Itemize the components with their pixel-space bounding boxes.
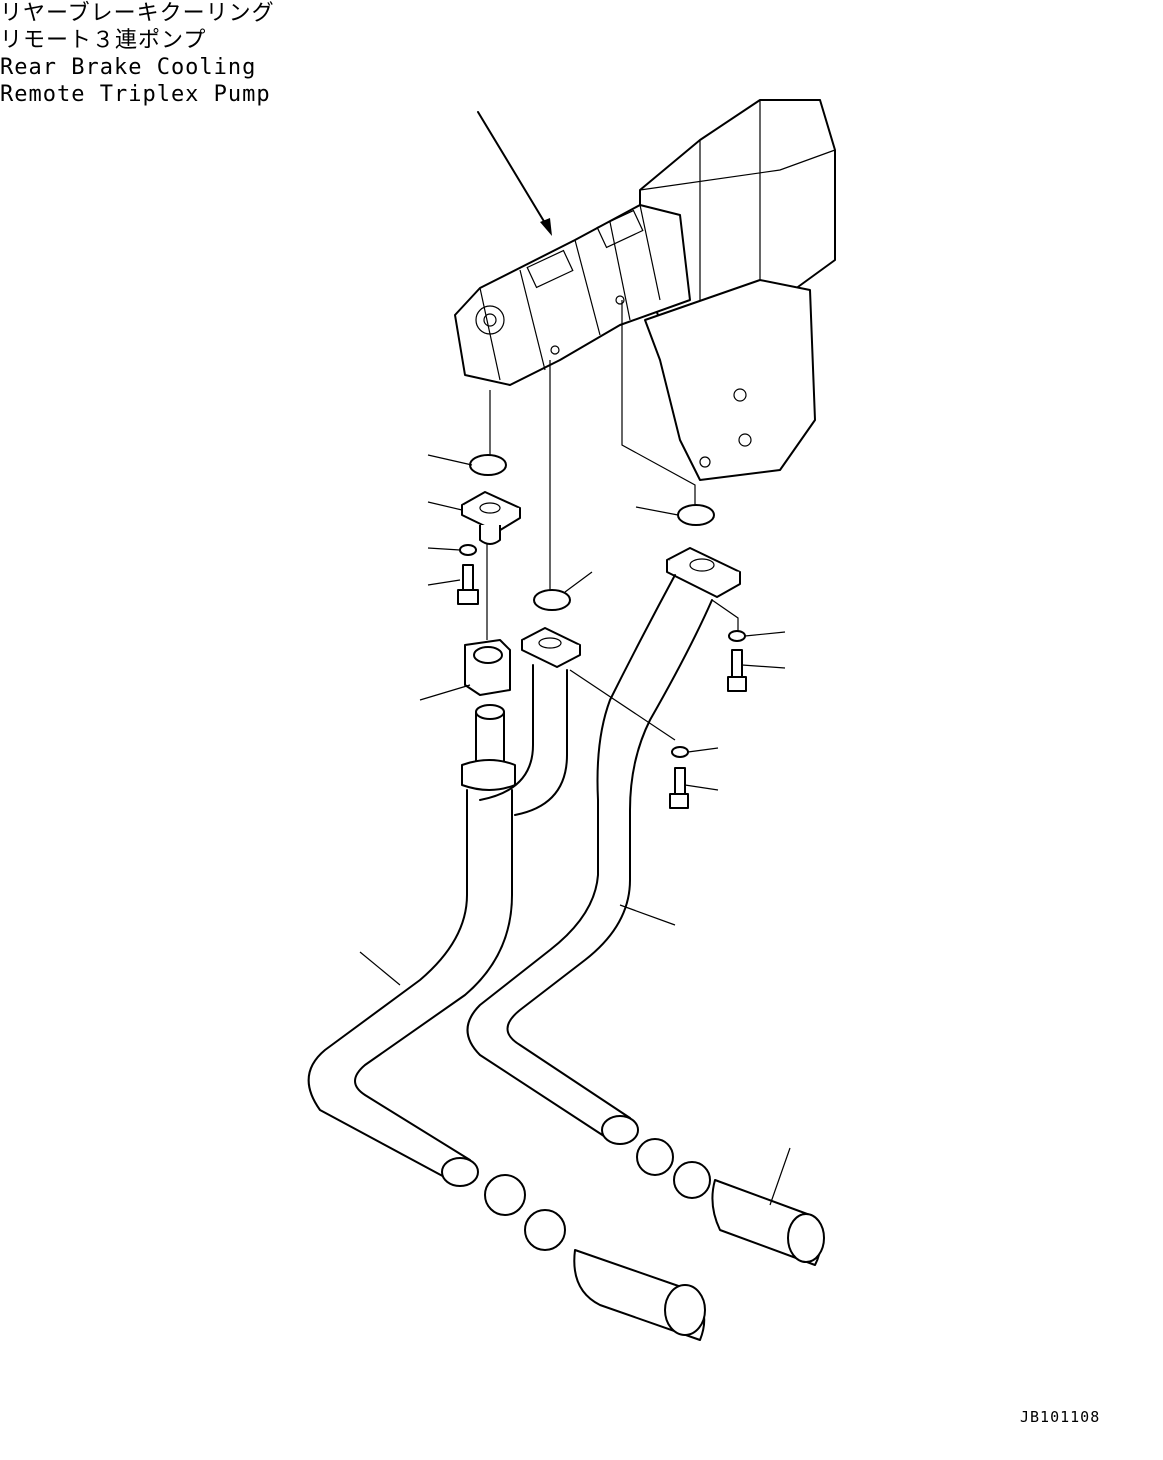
drawing-code: JB101108	[1020, 1408, 1101, 1426]
left-flange-set	[457, 491, 521, 605]
o-rings	[469, 454, 715, 611]
left-pipe	[307, 704, 516, 1187]
port-guide-lines	[486, 300, 739, 741]
center-flange-pipe	[479, 627, 581, 816]
title-leader-arrow	[477, 111, 552, 236]
triplex-pump	[454, 204, 691, 386]
title-en-line2: Remote Triplex Pump	[0, 82, 271, 107]
title-jp-line2: リモート３連ポンプ	[0, 28, 207, 53]
hoses-and-clamps	[484, 1138, 825, 1341]
right-pipe	[466, 574, 713, 1145]
split-flange	[464, 639, 511, 696]
callout-leaders	[359, 454, 791, 1206]
title-en-line1: Rear Brake Cooling	[0, 55, 257, 80]
title-block: リヤーブレーキクーリング リモート３連ポンプ Rear Brake Coolin…	[0, 0, 1163, 108]
right-flange-set	[666, 547, 747, 809]
title-jp-line1: リヤーブレーキクーリング	[0, 1, 275, 26]
drive-housing	[639, 99, 836, 481]
